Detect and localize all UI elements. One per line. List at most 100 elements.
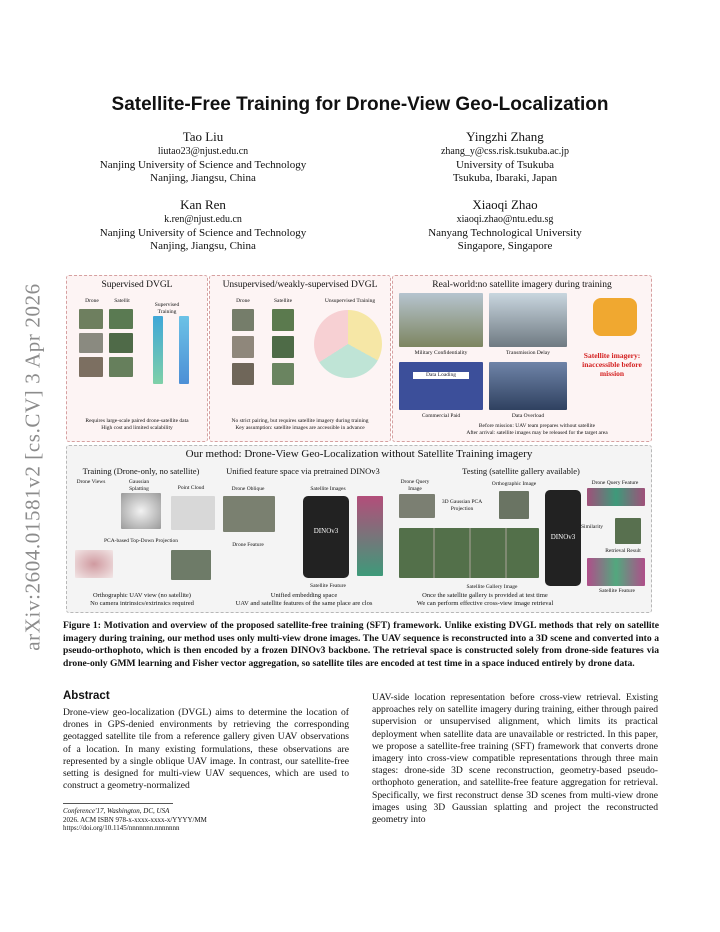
satellite-thumbnail [109, 357, 133, 377]
conference-footnote: Conference'17, Washington, DC, USA 2026.… [63, 807, 353, 833]
point-cloud-thumbnail [171, 496, 215, 530]
testing-title: Testing (satellite gallery available) [462, 466, 580, 476]
satellite-thumbnail [109, 333, 133, 353]
conference-name: Conference'17, Washington, DC, USA [63, 807, 170, 815]
author-block-3: Kan Ren k.ren@njust.edu.cn Nanjing Unive… [98, 197, 308, 254]
label-drone-views: Drone Views [76, 479, 106, 485]
dino-note: UAV and satellite features of the same p… [235, 600, 373, 607]
caption-transmission: Transmission Delay [506, 350, 550, 356]
gallery-thumbnails [399, 528, 539, 578]
author-affiliation: University of Tsukuba [455, 158, 555, 171]
lock-icon [593, 298, 637, 336]
retrieval-thumbnail [615, 518, 641, 544]
feature-strip [357, 496, 383, 576]
satellite-thumbnail [272, 363, 294, 385]
author-affiliation: Nanjing University of Science and Techno… [99, 226, 307, 239]
cluster-diagram [314, 310, 382, 378]
panel-method: Our method: Drone-View Geo-Localization … [66, 445, 652, 613]
label-point-cloud: Point Cloud [177, 485, 205, 491]
label-training: Unsupervised Training [324, 298, 376, 304]
gaussian-thumbnail [121, 493, 161, 529]
lock-caption: Satellite imagery: inaccessible before m… [582, 351, 642, 378]
drone-thumbnail [232, 336, 254, 358]
caption-military: Military Confidentiality [414, 350, 468, 356]
footnote-rule [63, 803, 173, 804]
label-satellite-feature: Satellite Feature [599, 588, 635, 594]
author-email[interactable]: zhang_y@css.risk.tsukuba.ac.jp [440, 146, 570, 157]
author-email[interactable]: xiaoqi.zhao@ntu.edu.sg [456, 214, 554, 225]
panel-note: Key assumption: satellite images are acc… [235, 425, 365, 431]
query-thumbnail [399, 494, 435, 518]
author-affiliation: Nanyang Technological University [428, 226, 582, 239]
author-location: Singapore, Singapore [457, 240, 553, 252]
testing-note: Once the satellite gallery is provided a… [422, 592, 548, 599]
label-gaussian-splatting: Gaussian Splatting [128, 479, 150, 492]
data-loading-text: Data Loading [413, 372, 469, 379]
training-title: Training (Drone-only, no satellite) [82, 466, 200, 476]
figure-1: Supervised DVGL Drone Satellit Supervise… [66, 275, 652, 613]
panel-note: Before mission: UAV team prepares withou… [478, 423, 596, 429]
author-email[interactable]: liutao23@njust.edu.cn [157, 146, 249, 157]
author-location: Nanjing, Jiangsu, China [150, 240, 256, 252]
author-affiliation: Nanjing University of Science and Techno… [99, 158, 307, 171]
testing-note: We can perform effective cross-view imag… [416, 600, 554, 607]
drone-thumbnail [232, 309, 254, 331]
panel-note: No strict pairing, but requires satellit… [231, 418, 369, 424]
transmission-image [489, 293, 567, 347]
arxiv-stamp: arXiv:2604.01581v2 [cs.CV] 3 Apr 2026 [18, 262, 48, 672]
panel-title: Supervised DVGL [101, 280, 173, 290]
author-block-1: Tao Liu liutao23@njust.edu.cn Nanjing Un… [98, 129, 308, 186]
label-gs-pca: 3D Gaussian PCA Projection [441, 499, 483, 512]
paper-title: Satellite-Free Training for Drone-View G… [111, 94, 609, 115]
label-pca: PCA-based Top-Down Projection [103, 538, 179, 544]
drone-thumbnail [79, 309, 103, 329]
panel-title: Real-world:no satellite imagery during t… [432, 280, 612, 290]
military-image [399, 293, 483, 347]
oblique-thumbnail [223, 496, 275, 532]
ortho-thumbnail [171, 550, 211, 580]
panel-note: Requires large-scale paired drone-satell… [85, 418, 189, 424]
panel-note: After arrival: satellite images may be r… [466, 430, 608, 436]
caption-commercial: Commercial Paid [421, 413, 461, 419]
encoder-bar [153, 316, 163, 384]
label-similarity: Similarity [581, 524, 603, 530]
drone-thumbnail [232, 363, 254, 385]
label-query: Drone Query Image [400, 479, 430, 492]
label-drone: Drone [85, 298, 99, 304]
label-query-feature: Drone Query Feature [591, 480, 639, 486]
dino-title: Unified feature space via pretrained DIN… [226, 466, 380, 476]
label-drone: Drone [236, 298, 250, 304]
label-satellite-images: Satellite Images [310, 486, 346, 492]
author-location: Nanjing, Jiangsu, China [150, 172, 256, 184]
training-note: Orthographic UAV view (no satellite) [93, 592, 191, 599]
panel-note: High cost and limited scalability [101, 425, 173, 431]
author-name: Kan Ren [180, 197, 226, 212]
satellite-feature-strip [587, 558, 645, 586]
panel-title: Unsupervised/weakly-supervised DVGL [222, 280, 378, 290]
abstract-right-column: UAV-side location representation before … [372, 692, 658, 826]
author-location: Tsukuba, Ibaraki, Japan [452, 172, 558, 184]
dinov3-label: DINOv3 [550, 533, 576, 541]
drone-thumbnail [79, 357, 103, 377]
label-satellite: Satellit [114, 298, 130, 304]
training-note: No camera intrinsics/extrinsics required [90, 600, 194, 607]
label-satellite: Satellite [273, 298, 293, 304]
author-email[interactable]: k.ren@njust.edu.cn [164, 214, 242, 225]
label-drone-oblique: Drone Oblique [231, 486, 265, 492]
query-feature-strip [587, 488, 645, 506]
label-satellite-feature: Satellite Feature [310, 583, 346, 589]
isbn-line: 2026. ACM ISBN 978-x-xxxx-xxxx-x/YYYY/MM [63, 815, 207, 824]
author-block-4: Xiaoqi Zhao xiaoqi.zhao@ntu.edu.sg Nanya… [400, 197, 610, 254]
panel-supervised: Supervised DVGL Drone Satellit Supervise… [66, 275, 208, 442]
method-title: Our method: Drone-View Geo-Localization … [185, 448, 533, 460]
figure-caption: Figure 1: Motivation and overview of the… [63, 620, 659, 669]
commercial-image [399, 362, 483, 410]
doi-link[interactable]: https://doi.org/10.1145/nnnnnnn.nnnnnnn [63, 824, 180, 833]
data-overload-image [489, 362, 567, 410]
drone-thumbnail [79, 333, 103, 353]
panel-real-world: Real-world:no satellite imagery during t… [392, 275, 652, 442]
author-name: Yingzhi Zhang [466, 129, 544, 144]
author-name: Xiaoqi Zhao [472, 197, 538, 212]
satellite-thumbnail [272, 336, 294, 358]
caption-data-overload: Data Overload [511, 413, 545, 419]
